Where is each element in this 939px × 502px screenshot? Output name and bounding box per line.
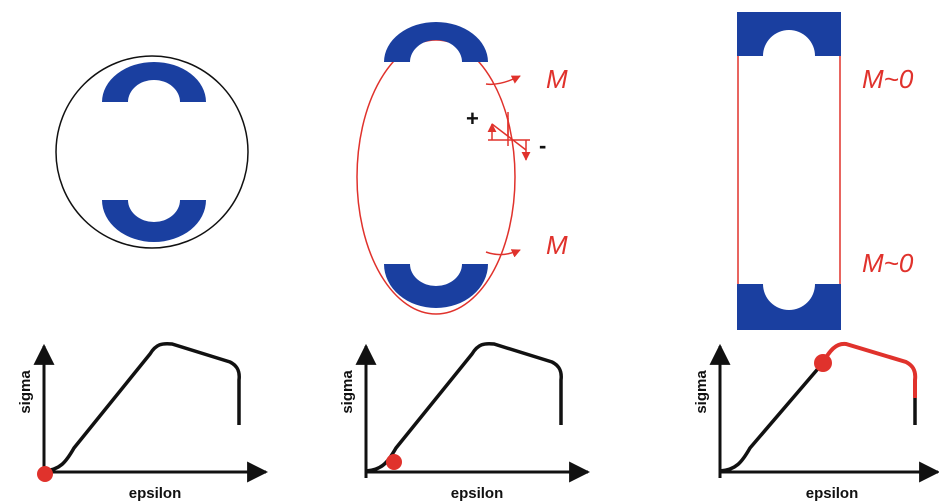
panel-1-graph: sigma epsilon — [17, 341, 269, 502]
moment-arrow-top — [485, 75, 521, 86]
state-marker — [37, 466, 53, 482]
stress-strain-curve — [43, 341, 241, 473]
x-axis-label: epsilon — [806, 485, 859, 502]
state-marker — [814, 354, 832, 372]
top-grip — [737, 12, 841, 56]
x-axis-label: epsilon — [129, 485, 182, 502]
moment-label-bottom: M~0 — [862, 248, 914, 278]
bottom-grip — [737, 284, 841, 330]
moment-label-top: M~0 — [862, 64, 914, 94]
moment-label-top: M — [546, 64, 568, 94]
y-axis-label: sigma — [339, 370, 356, 414]
panel-3-graph: sigma epsilon — [693, 341, 939, 502]
panel-2-specimen: M M + - — [356, 22, 568, 315]
moment-arrow-bottom — [485, 249, 521, 258]
stress-strain-curve — [719, 362, 824, 473]
plus-sign: + — [466, 106, 479, 131]
panel-3-specimen: M~0 M~0 — [737, 12, 914, 330]
panel-1-specimen — [55, 55, 249, 249]
top-grip — [102, 62, 206, 102]
bottom-grip — [102, 200, 206, 242]
state-marker — [386, 454, 402, 470]
specimen-outline — [55, 55, 249, 249]
panel-2-graph: sigma epsilon — [339, 341, 591, 502]
minus-sign: - — [539, 133, 546, 158]
x-axis-label: epsilon — [451, 485, 504, 502]
stress-distribution-icon — [487, 112, 531, 161]
y-axis-label: sigma — [17, 370, 34, 414]
y-axis-label: sigma — [693, 370, 710, 414]
bottom-grip — [384, 264, 488, 308]
stress-strain-curve-highlight — [820, 341, 918, 398]
moment-label-bottom: M — [546, 230, 568, 260]
stress-strain-curve — [365, 341, 563, 473]
top-grip — [384, 22, 488, 62]
specimen-outline — [356, 39, 516, 315]
